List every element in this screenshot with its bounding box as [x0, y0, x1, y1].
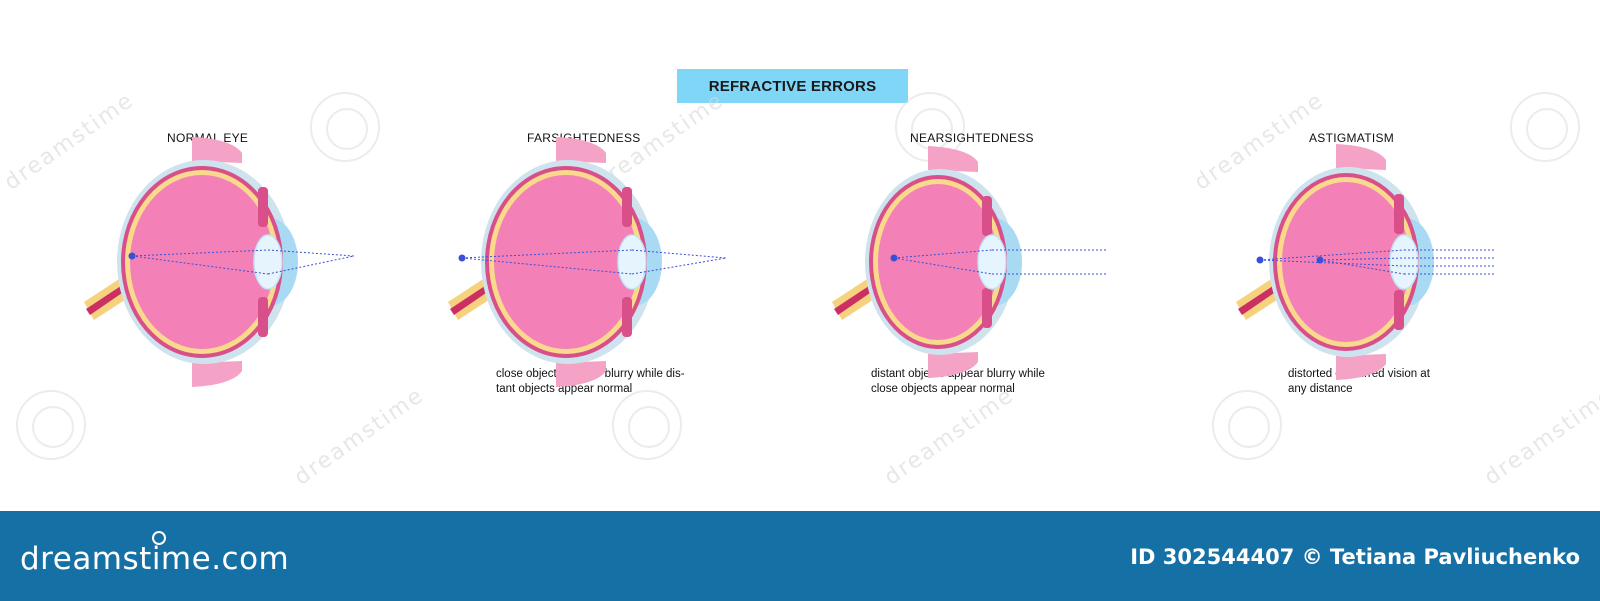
- watermark-logo-icon: [1212, 390, 1282, 460]
- watermark-logo-icon: [310, 92, 380, 162]
- upper-eyelid-icon: [192, 137, 242, 163]
- eye-illustrations: [84, 137, 1494, 387]
- panel-label-farsightedness: FARSIGHTEDNESS: [527, 131, 641, 145]
- focus-point: [1316, 256, 1324, 264]
- light-ray: [267, 255, 355, 275]
- light-rays: [131, 249, 355, 275]
- watermark-logo-icon: [1510, 92, 1580, 162]
- ciliary-upper-icon: [258, 187, 268, 227]
- ciliary-lower-icon: [622, 297, 632, 337]
- focus-point: [128, 252, 136, 260]
- lens-icon: [253, 234, 283, 290]
- light-ray: [131, 255, 269, 275]
- light-ray: [893, 249, 993, 259]
- watermark-logo-icon: [612, 390, 682, 460]
- light-rays: [1259, 249, 1494, 275]
- panel-label-normal-eye: NORMAL EYE: [167, 131, 249, 145]
- ciliary-upper-icon: [1394, 194, 1404, 234]
- vitreous-body-icon: [1282, 182, 1410, 342]
- panel-label-nearsightedness: NEARSIGHTEDNESS: [910, 131, 1034, 145]
- lower-eyelid-icon: [192, 361, 242, 387]
- lower-eyelid-icon: [556, 361, 606, 387]
- ciliary-lower-icon: [982, 288, 992, 328]
- light-ray: [131, 249, 269, 257]
- lens-icon: [1389, 234, 1419, 290]
- panel-description-nearsightedness: distant objects appear blurry while clos…: [871, 368, 1045, 395]
- ciliary-upper-icon: [622, 187, 632, 227]
- lens-icon: [617, 234, 647, 290]
- brand-logo-text: dreamstime.com: [20, 541, 290, 577]
- eye-astig: [1236, 144, 1494, 380]
- lens-icon: [977, 234, 1007, 290]
- eye-normal: [84, 137, 355, 387]
- light-rays: [893, 249, 1108, 275]
- light-ray: [1259, 259, 1405, 267]
- lower-eyelid-icon: [928, 352, 978, 378]
- light-ray: [1259, 249, 1405, 261]
- focus-point: [890, 254, 898, 262]
- diagram-canvas: REFRACTIVE ERRORS dreamstime dreamstime …: [0, 69, 1600, 490]
- ciliary-lower-icon: [1394, 290, 1404, 330]
- watermark-logo-icon: [16, 390, 86, 460]
- footer-bar: dreamstime.com ID 302544407 © Tetiana Pa…: [0, 511, 1600, 601]
- panel-label-astigmatism: ASTIGMATISM: [1309, 131, 1395, 145]
- brand-swirl-icon: [152, 531, 166, 545]
- light-rays: [461, 249, 727, 275]
- ciliary-upper-icon: [982, 196, 992, 236]
- vitreous-body-icon: [878, 184, 998, 340]
- light-ray: [893, 257, 993, 275]
- upper-eyelid-icon: [928, 146, 978, 172]
- ciliary-lower-icon: [258, 297, 268, 337]
- upper-eyelid-icon: [1336, 144, 1386, 170]
- light-ray: [461, 249, 633, 259]
- eye-far: [448, 137, 727, 387]
- eye-near: [832, 146, 1108, 378]
- light-ray: [461, 257, 633, 275]
- vitreous-body-icon: [494, 175, 638, 349]
- upper-eyelid-icon: [556, 137, 606, 163]
- vitreous-body-icon: [130, 175, 274, 349]
- diagram-title: REFRACTIVE ERRORS: [677, 69, 908, 103]
- image-credit: ID 302544407 © Tetiana Pavliuchenko: [1130, 545, 1580, 569]
- focus-point: [1256, 256, 1264, 264]
- lower-eyelid-icon: [1336, 354, 1386, 380]
- focus-point: [458, 254, 466, 262]
